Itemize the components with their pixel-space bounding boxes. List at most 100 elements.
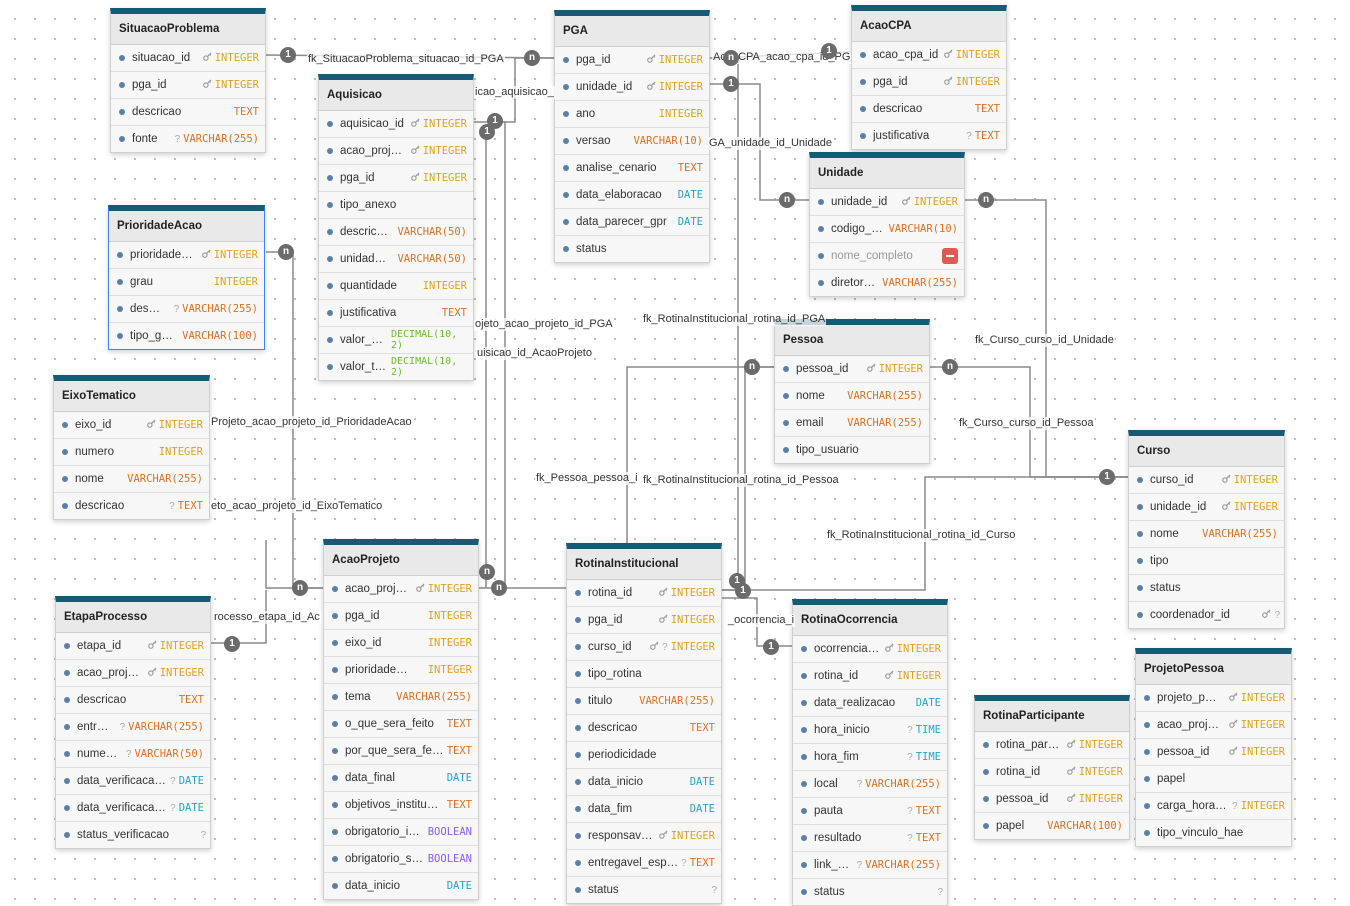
field-row[interactable]: carga_hora…?INTEGER: [1136, 793, 1291, 820]
connection-handle[interactable]: [860, 52, 866, 58]
connection-handle[interactable]: [575, 887, 581, 893]
connection-handle[interactable]: [332, 694, 338, 700]
connection-handle[interactable]: [983, 769, 989, 775]
connection-handle[interactable]: [117, 279, 123, 285]
connection-handle[interactable]: [64, 697, 70, 703]
connection-handle[interactable]: [332, 856, 338, 862]
connection-handle[interactable]: [64, 778, 70, 784]
field-row[interactable]: acao_proj…INTEGER: [1136, 712, 1291, 739]
connection-handle[interactable]: [575, 644, 581, 650]
connection-handle[interactable]: [1137, 558, 1143, 564]
table-title[interactable]: Unidade: [810, 158, 964, 189]
field-row[interactable]: responsav…INTEGER: [567, 823, 721, 850]
field-row[interactable]: coordenador_id?: [1129, 602, 1284, 628]
connection-handle[interactable]: [818, 280, 824, 286]
edge-label[interactable]: fk_RotinaInstitucional_rotina_id_Pessoa: [642, 474, 840, 487]
connection-handle[interactable]: [327, 364, 333, 370]
connection-handle[interactable]: [1137, 612, 1143, 618]
connection-handle[interactable]: [818, 226, 824, 232]
connection-handle[interactable]: [327, 229, 333, 235]
connection-handle[interactable]: [575, 860, 581, 866]
connection-handle[interactable]: [575, 671, 581, 677]
field-row[interactable]: acao_proj…INTEGER: [56, 660, 210, 687]
field-row[interactable]: local?VARCHAR(255): [793, 771, 947, 798]
delete-icon[interactable]: [942, 248, 958, 264]
connection-handle[interactable]: [801, 808, 807, 814]
table-title[interactable]: RotinaParticipante: [975, 701, 1129, 732]
edge-label[interactable]: icao_aquisicao_: [474, 86, 555, 99]
connection-handle[interactable]: [332, 640, 338, 646]
connection-handle[interactable]: [563, 84, 569, 90]
connection-handle[interactable]: [64, 724, 70, 730]
field-row[interactable]: nome_completo: [810, 243, 964, 270]
connection-handle[interactable]: [119, 55, 125, 61]
edge-label[interactable]: fk_RotinaInstitucional_rotina_id_Curso: [826, 529, 1017, 542]
field-row[interactable]: justificativa?TEXT: [852, 123, 1006, 149]
field-row[interactable]: pauta?TEXT: [793, 798, 947, 825]
field-row[interactable]: tipo_anexo: [319, 192, 473, 219]
connection-handle[interactable]: [783, 366, 789, 372]
field-row[interactable]: tipo_usuario: [775, 437, 929, 463]
field-row[interactable]: diretor…VARCHAR(255): [810, 270, 964, 296]
field-row[interactable]: data_verificaca…?DATE: [56, 795, 210, 822]
field-row[interactable]: tipo_rotina: [567, 661, 721, 688]
connection-handle[interactable]: [563, 57, 569, 63]
connection-handle[interactable]: [563, 246, 569, 252]
table-title[interactable]: Aquisicao: [319, 80, 473, 111]
field-row[interactable]: valor_t…DECIMAL(10, 2): [319, 354, 473, 380]
edge-label[interactable]: rocesso_etapa_id_Ac: [213, 611, 321, 624]
connection-handle[interactable]: [1144, 749, 1150, 755]
connection-handle[interactable]: [332, 802, 338, 808]
table-title[interactable]: AcaoCPA: [852, 11, 1006, 42]
connection-handle[interactable]: [119, 82, 125, 88]
connection-handle[interactable]: [563, 219, 569, 225]
edge-label[interactable]: fk_SituacaoProblema_situacao_id_PGA: [307, 53, 505, 66]
field-row[interactable]: papel: [1136, 766, 1291, 793]
connection-handle[interactable]: [783, 393, 789, 399]
connection-handle[interactable]: [117, 306, 123, 312]
connection-handle[interactable]: [575, 806, 581, 812]
edge-label[interactable]: Projeto_acao_projeto_id_PrioridadeAcao: [210, 416, 413, 429]
connection-handle[interactable]: [327, 337, 333, 343]
connection-handle[interactable]: [64, 751, 70, 757]
field-row[interactable]: objetivos_institucio…TEXT: [324, 792, 478, 819]
field-row[interactable]: prioridade…INTEGER: [109, 242, 264, 269]
connection-handle[interactable]: [117, 252, 123, 258]
connection-handle[interactable]: [801, 646, 807, 652]
edge-label[interactable]: _ocorrencia_i: [727, 614, 796, 627]
field-row[interactable]: prioridade…INTEGER: [324, 657, 478, 684]
field-row[interactable]: acao_proj…INTEGER: [319, 138, 473, 165]
field-row[interactable]: link_…?VARCHAR(255): [793, 852, 947, 879]
connection-handle[interactable]: [801, 835, 807, 841]
field-row[interactable]: ocorrencia…INTEGER: [793, 636, 947, 663]
connection-handle[interactable]: [1144, 830, 1150, 836]
field-row[interactable]: hora_inicio?TIME: [793, 717, 947, 744]
connection-handle[interactable]: [327, 283, 333, 289]
field-row[interactable]: resultado?TEXT: [793, 825, 947, 852]
edge-label[interactable]: fk_Pessoa_pessoa_i: [535, 472, 639, 485]
edge-label[interactable]: eto_acao_projeto_id_EixoTematico: [210, 500, 384, 513]
field-row[interactable]: projeto_p…INTEGER: [1136, 685, 1291, 712]
